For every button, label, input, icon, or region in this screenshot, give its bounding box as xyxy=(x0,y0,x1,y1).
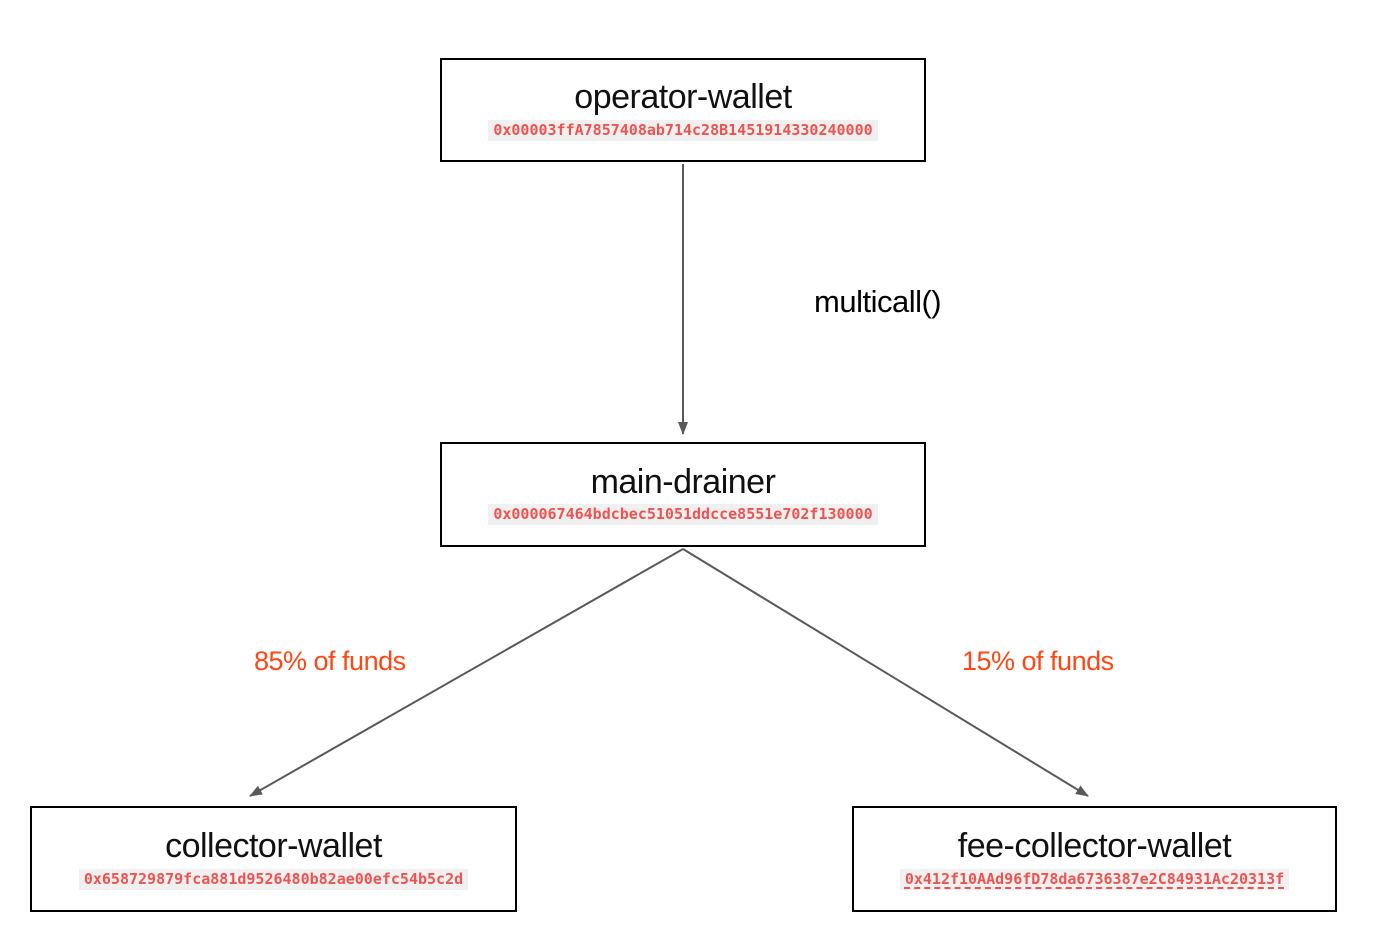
node-fee-collector-wallet: fee-collector-wallet 0x412f10AAd96fD78da… xyxy=(852,806,1337,912)
edge-label-multicall: multicall() xyxy=(814,284,942,319)
node-operator-wallet: operator-wallet 0x00003ffA7857408ab714c2… xyxy=(440,58,926,162)
node-fee-collector-wallet-address: 0x412f10AAd96fD78da6736387e2C84931Ac2031… xyxy=(899,868,1290,890)
node-main-drainer-address: 0x000067464bdcbec51051ddcce8551e702f1300… xyxy=(488,504,878,526)
node-main-drainer-title: main-drainer xyxy=(590,462,776,501)
edge-label-15-percent: 15% of funds xyxy=(962,646,1114,676)
node-operator-wallet-address: 0x00003ffA7857408ab714c28B14519143302400… xyxy=(488,119,878,141)
node-main-drainer: main-drainer 0x000067464bdcbec51051ddcce… xyxy=(440,442,926,547)
node-collector-wallet: collector-wallet 0x658729879fca881d95264… xyxy=(30,806,517,912)
node-operator-wallet-title: operator-wallet xyxy=(574,78,792,117)
edge-label-85-percent: 85% of funds xyxy=(254,646,406,676)
node-fee-collector-wallet-title: fee-collector-wallet xyxy=(957,827,1232,866)
edge-drainer-to-collector xyxy=(249,548,684,797)
edge-drainer-to-fee-collector xyxy=(682,548,1089,797)
node-collector-wallet-title: collector-wallet xyxy=(165,827,382,866)
node-collector-wallet-address: 0x658729879fca881d9526480b82ae00efc54b5c… xyxy=(78,868,469,890)
